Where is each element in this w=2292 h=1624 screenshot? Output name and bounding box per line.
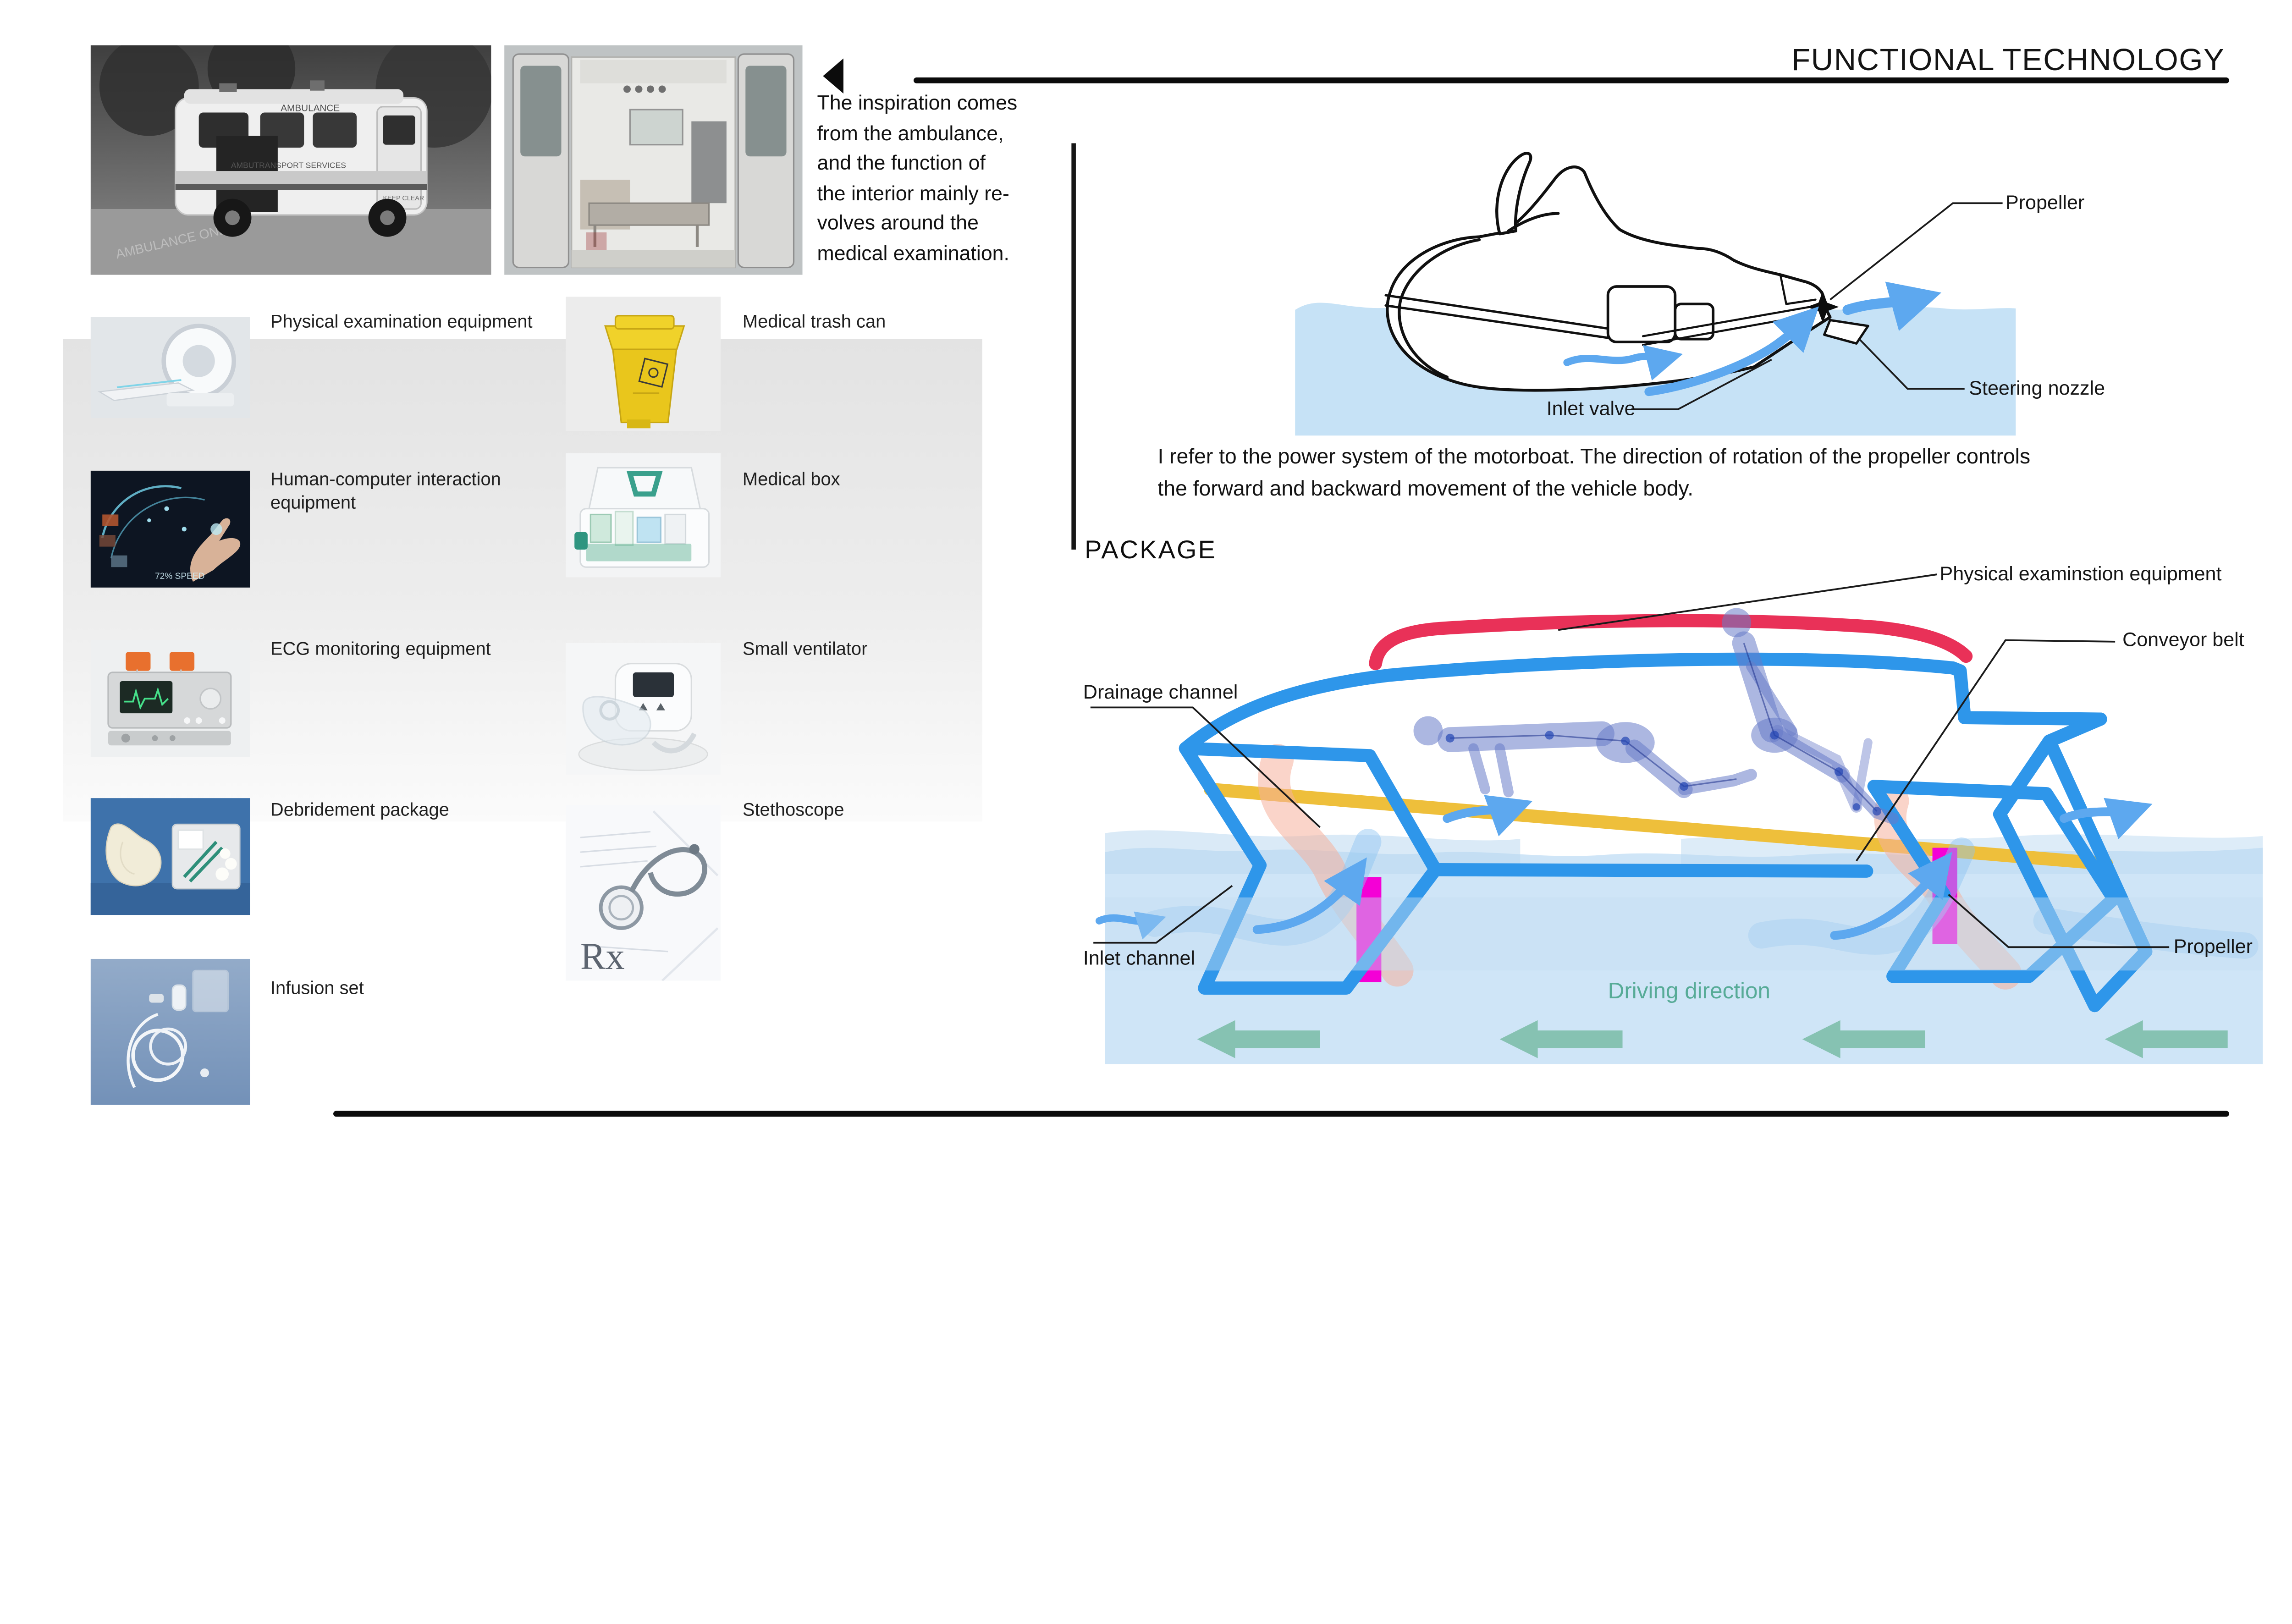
touchscreen-interaction-image: 72% SPEED	[90, 470, 250, 588]
waterline-tint	[1105, 897, 2263, 971]
infusion-set-image	[90, 958, 250, 1105]
open-rear-doors	[512, 53, 795, 269]
label-stethoscope: Stethoscope	[742, 799, 844, 820]
diagram-overlay	[823, 58, 2263, 1064]
jetski-body	[1384, 152, 1869, 392]
medical-box-image	[566, 453, 721, 578]
motorboat-diagram	[1295, 152, 2016, 436]
pkg-conveyor-belt-label: Conveyor belt	[2122, 628, 2244, 651]
examination-equipment-arc	[1369, 614, 1973, 671]
jetski-inlet-valve-label: Inlet valve	[1546, 397, 1636, 420]
pkg-inlet-channel-label: Inlet channel	[1083, 947, 1196, 969]
back-triangle-icon	[823, 58, 843, 94]
ecg-monitor-image	[90, 640, 250, 757]
jetski-propeller-label: Propeller	[2006, 191, 2085, 214]
ambulance-roof-text: AMBULANCE	[281, 103, 340, 113]
driving-direction-label: Driving direction	[1608, 979, 1771, 1004]
patient-figure-crawling	[1413, 716, 1757, 798]
label-medical-trash-can: Medical trash can	[742, 311, 886, 332]
ambulance-interior-photo	[504, 45, 803, 275]
driving-direction-arrows	[1197, 1020, 2228, 1058]
patient-figure-reclined	[1722, 608, 1899, 825]
package-heading: PACKAGE	[1085, 535, 1217, 564]
label-infusion-set: Infusion set	[270, 978, 364, 998]
ambulance-exterior-photo: AMBULANCE ONLY AMBULANCE AMBUTRANSPORT S…	[90, 45, 491, 275]
pkg-propeller-label: Propeller	[2173, 935, 2253, 958]
pkg-drainage-channel-label: Drainage channel	[1083, 681, 1238, 703]
ambulance-van: AMBULANCE AMBUTRANSPORT SERVICES KEEP CL…	[175, 80, 428, 237]
bottom-rule	[333, 1111, 2229, 1117]
package-water	[1105, 848, 2263, 1064]
jetski-steering-nozzle-label: Steering nozzle	[1969, 377, 2105, 399]
title-underline	[913, 77, 2229, 83]
label-small-ventilator: Small ventilator	[742, 639, 868, 660]
biohazard-label	[638, 358, 669, 388]
rx-symbol: Rx	[580, 935, 625, 977]
package-diagram	[1090, 573, 2263, 1064]
label-debridement-package: Debridement package	[270, 799, 449, 820]
jetski-flow-arrows	[1563, 281, 1942, 396]
label-physical-examination-equipment: Physical examination equipment	[270, 311, 533, 332]
section-divider-line	[1071, 143, 1076, 550]
ambulance-interior	[571, 56, 736, 269]
label-medical-box: Medical box	[742, 469, 840, 490]
ct-scanner-image	[90, 317, 250, 418]
hci-photo-text: 72% SPEED	[155, 572, 204, 581]
debridement-package-image	[90, 798, 250, 915]
inspiration-text: The inspiration comes from the ambulance…	[817, 90, 1018, 264]
page-title: FUNCTIONAL TECHNOLOGY	[1791, 44, 2225, 78]
label-human-computer-interaction: Human-computer interaction equipment	[270, 469, 501, 514]
motorboat-caption: I refer to the power system of the motor…	[1157, 446, 2031, 501]
stethoscope-image: Rx	[566, 805, 721, 981]
jetski-leader-lines	[1631, 202, 2003, 410]
pkg-physical-examination-label: Physical examinstion equipment	[1939, 562, 2222, 585]
label-ecg-monitoring-equipment: ECG monitoring equipment	[270, 639, 491, 660]
medical-trash-can-image	[566, 297, 721, 431]
ambulance-side-text: AMBUTRANSPORT SERVICES	[231, 161, 346, 170]
page-canvas: FUNCTIONAL TECHNOLOGY AMBULANCE ONLY	[63, 44, 2263, 1117]
road	[90, 209, 491, 275]
package-flow-arrows	[1095, 795, 2153, 940]
package-leader-lines	[1090, 573, 2170, 948]
small-ventilator-image	[566, 643, 721, 775]
inlet-pod-left	[1179, 742, 1442, 995]
